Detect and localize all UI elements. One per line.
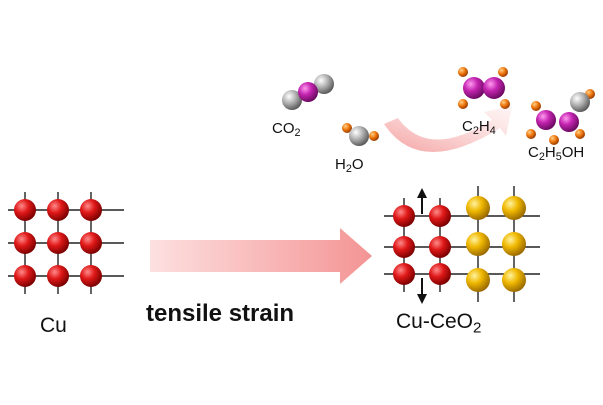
strain-down-arrow xyxy=(417,278,427,304)
cu-ceo2-lattice xyxy=(384,186,540,304)
tensile-strain-label: tensile strain xyxy=(146,300,295,327)
c2h5oh-molecule xyxy=(526,89,595,145)
tensile-strain-arrow xyxy=(150,228,372,284)
c2h4-label: C2H4 xyxy=(462,118,496,138)
c2h4-molecule xyxy=(458,67,510,109)
co2-molecule xyxy=(282,74,334,110)
reaction-arrow xyxy=(384,106,512,153)
h2o-label: H2O xyxy=(335,156,364,176)
co2-label: CO2 xyxy=(272,120,301,140)
cu-lattice xyxy=(8,192,124,294)
cu-label: Cu xyxy=(40,314,67,337)
h2o-molecule xyxy=(342,123,379,146)
strain-up-arrow xyxy=(417,188,427,214)
cu-ceo2-label: Cu-CeO2 xyxy=(396,310,482,337)
c2h5oh-label: C2H5OH xyxy=(528,144,585,164)
